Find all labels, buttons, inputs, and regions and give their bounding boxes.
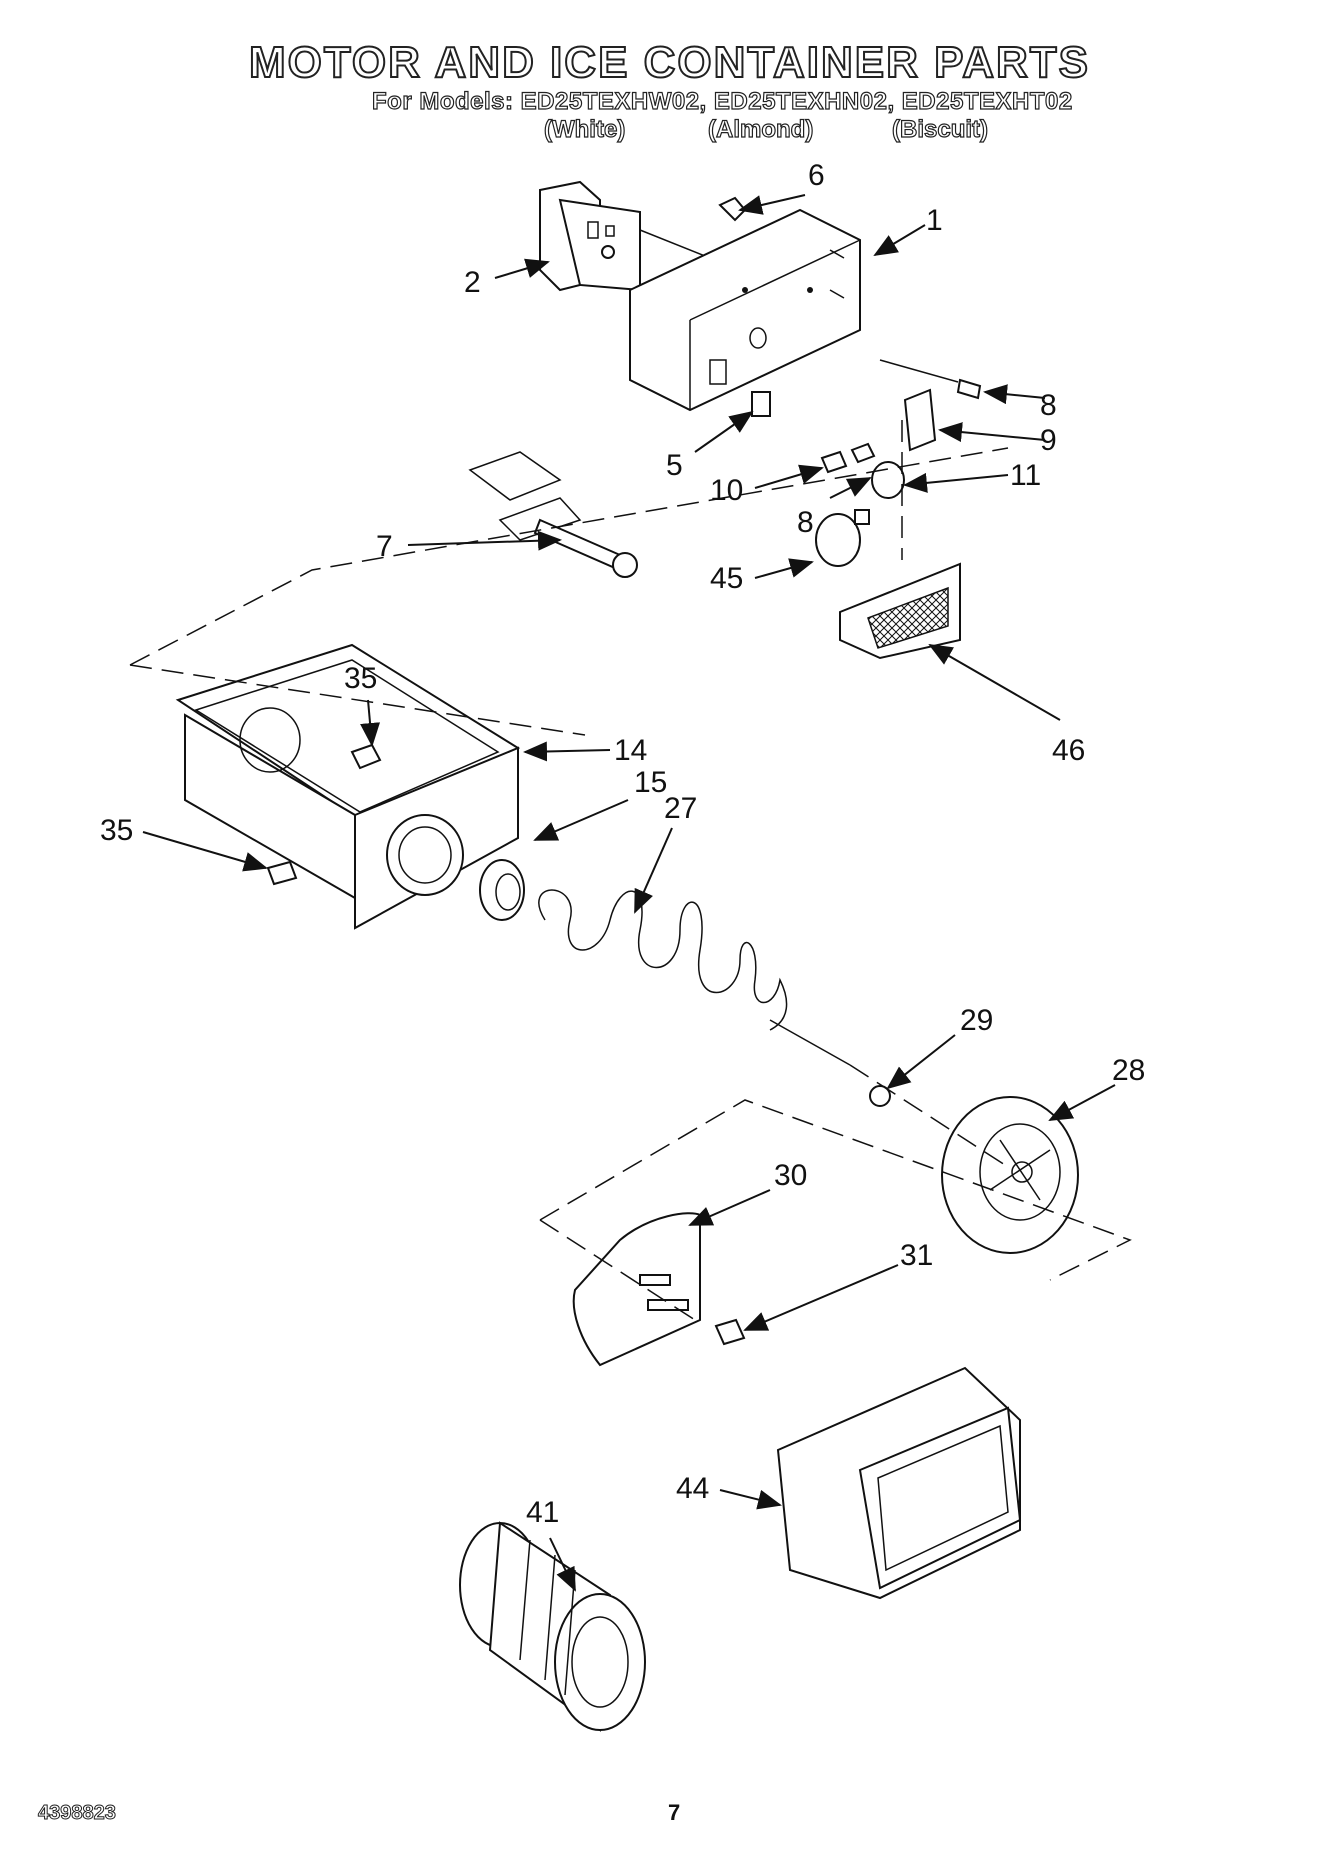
callout-7: 7 <box>376 530 393 563</box>
guide-line <box>129 664 586 736</box>
callout-31: 31 <box>900 1239 933 1272</box>
guide-line <box>539 1099 1132 1281</box>
callout-35-top: 35 <box>344 662 377 695</box>
screw-part-10 <box>820 450 848 474</box>
ice-container-part-14 <box>175 643 521 930</box>
switch-part-5 <box>751 391 771 417</box>
plate-part-30 <box>572 1212 701 1367</box>
page-number: 7 <box>668 1800 681 1825</box>
callout-27: 27 <box>664 792 697 825</box>
callout-44: 44 <box>676 1472 709 1505</box>
guide-line <box>129 447 1009 666</box>
bearing-part-15 <box>479 859 525 921</box>
callout-11: 11 <box>1010 459 1041 492</box>
color-white: (White) <box>543 115 626 143</box>
callout-45: 45 <box>710 562 743 595</box>
callout-9: 9 <box>1040 424 1057 457</box>
auger-part-27 <box>538 889 851 1066</box>
callout-8b: 8 <box>797 506 814 539</box>
callout-29: 29 <box>960 1004 993 1037</box>
callout-8: 8 <box>1040 389 1057 422</box>
light-shield-part-46 <box>839 562 961 660</box>
callout-1: 1 <box>926 204 943 237</box>
page-title: MOTOR AND ICE CONTAINER PARTS <box>248 37 1091 88</box>
motor-housing-part-1 <box>629 208 861 412</box>
bracket-part-9 <box>903 388 937 452</box>
light-bulb-part-45 <box>815 509 870 567</box>
callout-14: 14 <box>614 734 647 767</box>
screw-part-8 <box>879 359 982 400</box>
callout-arrows <box>142 194 1116 1592</box>
document-number: 4398823 <box>38 1802 117 1825</box>
callout-6: 6 <box>808 159 825 192</box>
callout-41: 41 <box>526 1496 559 1529</box>
models-line: For Models: ED25TEXHW02, ED25TEXHN02, ED… <box>371 87 1073 115</box>
color-almond: (Almond) <box>707 115 814 143</box>
screw-part-8b <box>850 442 876 464</box>
color-biscuit: (Biscuit) <box>891 115 988 143</box>
callout-5: 5 <box>666 449 683 482</box>
washer-part-29 <box>869 1085 891 1107</box>
ice-bucket-part-44 <box>776 1366 1022 1600</box>
heater-part-7 <box>468 451 638 578</box>
callout-30: 30 <box>774 1159 807 1192</box>
nut-part-31 <box>714 1318 746 1346</box>
coupler-part-41 <box>459 1521 646 1732</box>
screw-part-35-side <box>266 860 298 886</box>
screw-part-35-top <box>350 743 382 770</box>
callout-2: 2 <box>464 266 481 299</box>
callout-35-side: 35 <box>100 814 133 847</box>
impeller-part-28 <box>941 1096 1079 1254</box>
callout-46: 46 <box>1052 734 1085 767</box>
callout-15: 15 <box>634 766 667 799</box>
callout-28: 28 <box>1112 1054 1145 1087</box>
callout-10: 10 <box>710 474 743 507</box>
